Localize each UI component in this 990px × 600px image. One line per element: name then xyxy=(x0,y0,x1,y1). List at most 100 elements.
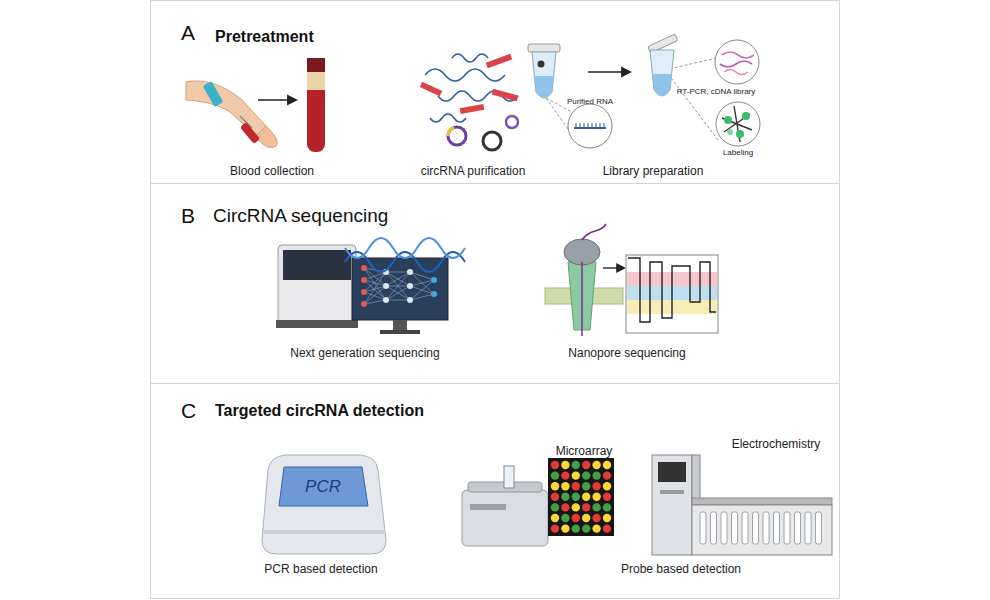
electrochemistry-instrument-part xyxy=(692,455,700,505)
microarray-scanner-part xyxy=(470,504,506,510)
microarray-grid-part-part xyxy=(603,493,611,501)
flow-arrow-part xyxy=(603,267,624,268)
microarray-grid xyxy=(548,458,614,536)
capture-probes-part xyxy=(486,54,512,69)
microarray-scanner-part xyxy=(468,482,542,492)
rna-strands-part xyxy=(425,69,505,81)
monitor-part-part xyxy=(386,272,410,300)
library-tube-part xyxy=(648,34,678,53)
monitor-part-part xyxy=(361,277,367,283)
arm-illustration-part xyxy=(186,81,268,138)
microarray-grid-part-part xyxy=(572,482,580,490)
electrochemistry-instrument-part xyxy=(692,498,832,505)
microarray-scanner-part xyxy=(504,466,514,488)
monitor-part xyxy=(352,258,448,320)
microarray-grid-part-part xyxy=(572,524,580,532)
microarray-grid-part-part xyxy=(561,482,569,490)
step-caption: Nanopore sequencing xyxy=(568,347,685,359)
monitor xyxy=(352,258,448,334)
step-caption: Next generation sequencing xyxy=(290,347,439,359)
screen-text: PCR xyxy=(305,478,341,495)
nanopore-illustration-part xyxy=(568,262,596,330)
rna-strands-part xyxy=(438,91,518,101)
step-caption: circRNA purification xyxy=(421,165,526,177)
microarray-scanner xyxy=(462,466,548,546)
pcr-machine xyxy=(262,455,386,554)
step-caption: Library preparation xyxy=(603,165,704,177)
labeling-zoom-part xyxy=(727,129,733,135)
rna-strands xyxy=(425,54,518,122)
monitor-part-part xyxy=(364,280,386,300)
monitor-part-part xyxy=(410,272,434,294)
nanopore-illustration-part xyxy=(564,239,600,265)
circrna-rings-part xyxy=(448,127,466,145)
monitor-part-part xyxy=(386,286,410,300)
signal-trace-part xyxy=(628,258,716,322)
monitor-part xyxy=(380,330,420,334)
monitor-part-part xyxy=(364,268,386,272)
microarray-grid-part-part xyxy=(572,493,580,501)
method-caption: Probe based detection xyxy=(621,563,741,575)
capture-probes xyxy=(420,54,519,114)
monitor-part-part xyxy=(386,300,410,301)
arm-illustration-part xyxy=(203,81,224,107)
circrna-rings-part xyxy=(448,128,454,137)
cdna-zoom-part xyxy=(724,70,748,75)
dna-helix-part xyxy=(345,238,465,258)
sample-tube xyxy=(528,44,560,98)
pcr-machine-part xyxy=(262,455,386,554)
electrochemistry-instrument-part xyxy=(658,462,686,482)
signal-trace-part xyxy=(626,255,718,333)
microarray-grid-part-part xyxy=(561,471,569,479)
monitor-part-part xyxy=(364,272,386,292)
microarray-grid-part-part xyxy=(551,524,559,532)
inset-label: Purified RNA xyxy=(567,98,613,106)
monitor-part-part xyxy=(410,280,434,300)
inset-label: Labeling xyxy=(723,149,753,157)
monitor-part-part xyxy=(364,268,386,286)
electrochemistry-instrument-part xyxy=(652,455,692,555)
method-caption: PCR based detection xyxy=(264,563,377,575)
cdna-zoom-part xyxy=(722,52,754,58)
pcr-machine-part xyxy=(279,467,368,506)
electrochemistry-instrument-part-part xyxy=(700,512,706,544)
sample-tube-part xyxy=(532,52,556,98)
flow-arrow xyxy=(603,268,624,269)
monitor-part-part xyxy=(364,286,386,292)
panel-heading: CircRNA sequencing xyxy=(213,205,388,227)
electrochemistry-instrument-part-part xyxy=(732,512,738,544)
electrochemistry-instrument-part-part xyxy=(763,512,769,544)
nanopore-illustration xyxy=(545,224,623,336)
microarray-grid-part-part xyxy=(592,524,600,532)
labeling-zoom-part xyxy=(742,112,750,120)
microarray-grid-part-part xyxy=(603,482,611,490)
panel-heading: Targeted circRNA detection xyxy=(215,402,424,420)
cdna-zoom-part xyxy=(720,61,752,67)
electrochemistry-instrument-part xyxy=(700,512,822,544)
electrochemistry-instrument-part-part xyxy=(795,512,801,544)
zoom-lines-part xyxy=(665,58,716,70)
monitor-part xyxy=(361,265,437,307)
monitor-part-part xyxy=(410,294,434,300)
monitor-part-part xyxy=(364,272,386,280)
microarray-grid-part-part xyxy=(603,461,611,469)
monitor-part-part xyxy=(386,286,410,300)
microarray-grid-part-part xyxy=(592,482,600,490)
microarray-grid-part-part xyxy=(561,514,569,522)
monitor-part-part xyxy=(431,291,437,297)
monitor-part-part xyxy=(364,272,386,304)
arm-illustration-part xyxy=(256,126,277,148)
electrochemistry-instrument-part xyxy=(660,490,684,494)
sample-tube-part xyxy=(538,61,545,68)
monitor-part-part xyxy=(361,301,367,307)
electrochemistry-instrument xyxy=(652,455,832,555)
monitor-part-part xyxy=(361,265,367,271)
electrochemistry-instrument-part-part xyxy=(753,512,759,544)
microarray-grid-part-part xyxy=(582,503,590,511)
microarray-scanner-part xyxy=(462,490,548,546)
microarray-grid-part-part xyxy=(592,471,600,479)
device-label: Electrochemistry xyxy=(732,438,821,450)
monitor-part-part xyxy=(407,269,413,275)
library-tube-part xyxy=(650,50,674,96)
